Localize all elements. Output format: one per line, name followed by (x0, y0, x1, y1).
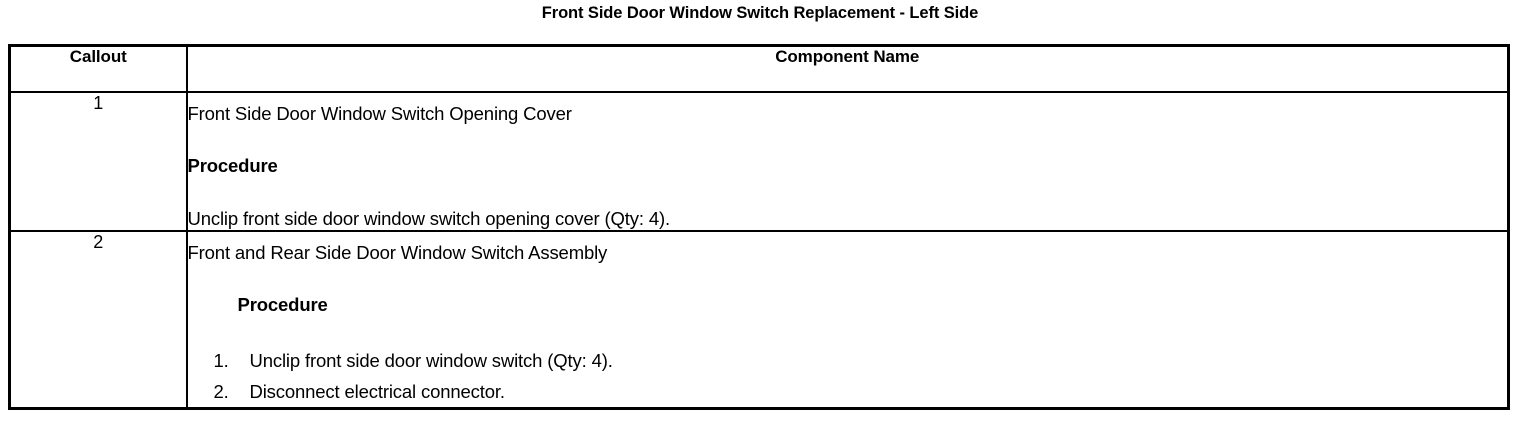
component-cell: Front Side Door Window Switch Opening Co… (185, 91, 1510, 232)
step-number: 1. (213, 350, 229, 371)
step-text: Unclip front side door window switch (Qt… (249, 350, 613, 371)
procedure-text: Unclip front side door window switch ope… (187, 208, 671, 229)
column-header-component-name: Component Name (185, 44, 1510, 93)
component-heading: Front and Rear Side Door Window Switch A… (187, 242, 608, 263)
table-row: 1 Front Side Door Window Switch Opening … (8, 91, 1510, 232)
page-title: Front Side Door Window Switch Replacemen… (541, 4, 979, 22)
step-number: 2. (213, 381, 229, 402)
list-item: 2. Disconnect electrical connector. (188, 376, 1508, 407)
table-header-row: Callout Component Name (8, 44, 1510, 93)
column-header-callout: Callout (8, 44, 188, 93)
procedure-label: Procedure (187, 155, 278, 176)
component-cell: Front and Rear Side Door Window Switch A… (185, 230, 1510, 410)
procedure-label: Procedure (237, 294, 328, 315)
callout-number: 1 (8, 91, 188, 232)
list-item: 1. Unclip front side door window switch … (188, 345, 1508, 376)
step-text: Disconnect electrical connector. (249, 381, 506, 402)
procedure-step-list: 1. Unclip front side door window switch … (188, 345, 1508, 407)
table-row: 2 Front and Rear Side Door Window Switch… (8, 230, 1510, 410)
callout-number: 2 (8, 230, 188, 410)
component-heading: Front Side Door Window Switch Opening Co… (187, 103, 572, 124)
procedure-table: Callout Component Name 1 Front Side Door… (8, 44, 1510, 410)
